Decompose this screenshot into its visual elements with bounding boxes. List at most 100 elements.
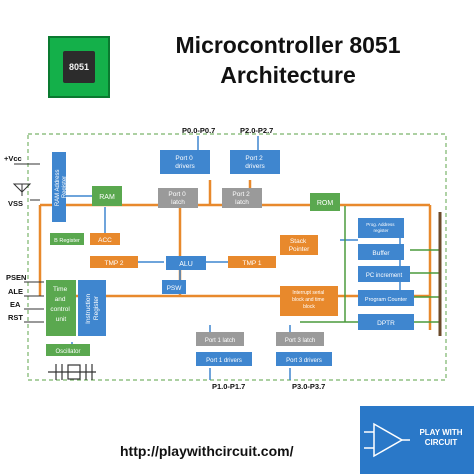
b-register-label: B Register <box>54 238 80 244</box>
website-url[interactable]: http://playwithcircuit.com/ <box>120 443 294 459</box>
logo-chip-label: 8051 <box>68 62 90 72</box>
tmp1-label: TMP 1 <box>242 260 261 267</box>
instruction-register-block <box>78 280 106 336</box>
port2-drivers-label-2: drivers <box>245 163 265 170</box>
ram-label: RAM <box>99 194 115 201</box>
brand-badge: PLAY WITH CIRCUIT <box>360 406 474 474</box>
timing-label-2: and <box>55 296 66 303</box>
stack-pointer-block <box>280 235 318 255</box>
svg-text:Port 0 drivers: Port 0 drivers <box>175 155 195 170</box>
acc-label: ACC <box>98 237 112 244</box>
buffer-label: Buffer <box>372 250 390 257</box>
crystal-icon <box>48 364 96 380</box>
alu-block <box>166 256 206 270</box>
interrupt-label-2: block and time <box>292 297 324 303</box>
svg-text:Stack Pointer: Stack Pointer <box>289 238 310 253</box>
page-title: Microcontroller 8051 Architecture <box>128 30 448 90</box>
vss-pin-label: VSS <box>8 199 23 208</box>
timing-label-3: control <box>50 306 70 313</box>
p3-pin-label: P3.0-P3.7 <box>292 382 325 391</box>
psw-block <box>162 280 186 294</box>
ram-address-label-1: RAM Address <box>55 169 61 206</box>
ale-pin-label: ALE <box>8 287 23 296</box>
tmp2-label: TMP 2 <box>104 260 123 267</box>
alu-label: ALU <box>179 261 193 268</box>
title-line-2: Architecture <box>220 62 356 88</box>
port2-latch-label-1: Port 2 <box>232 191 250 198</box>
port1-drivers-block <box>196 352 252 366</box>
port2-drivers-label-1: Port 2 <box>245 155 263 162</box>
control-pin-lines <box>24 281 44 323</box>
acc-block <box>90 233 120 245</box>
port2-drivers-block <box>230 150 280 174</box>
chip-icon: 8051 <box>63 51 95 83</box>
buffer-block <box>358 244 404 260</box>
program-counter-label: Program Counter <box>365 297 407 303</box>
oscillator-label: Oscillator <box>55 349 80 355</box>
stack-pointer-label-1: Stack <box>290 238 307 245</box>
psen-pin-label: PSEN <box>6 273 26 282</box>
rom-block <box>310 193 340 211</box>
port0-latch-block <box>158 188 198 208</box>
tmp2-block <box>90 256 138 268</box>
timing-label-1: Time <box>53 286 68 293</box>
svg-text:Port 2 drivers: Port 2 drivers <box>245 155 265 170</box>
port1-latch-block <box>196 332 244 346</box>
dptr-label: DPTR <box>377 320 395 327</box>
rst-pin-label: RST <box>8 313 23 322</box>
chip-logo: 8051 <box>48 36 110 98</box>
svg-text:Instruction Register: Instruction Register <box>85 292 100 324</box>
dptr-block <box>358 314 414 330</box>
port1-drivers-label: Port 1 drivers <box>206 358 242 364</box>
port3-latch-label: Port 3 latch <box>285 338 315 344</box>
power-pins <box>12 163 40 201</box>
p1-pin-label: P1.0-P1.7 <box>212 382 245 391</box>
b-register-block <box>50 233 84 245</box>
title-line-1: Microcontroller 8051 <box>175 32 401 58</box>
port0-latch-label-1: Port 0 <box>168 191 186 198</box>
chip-boundary <box>27 133 447 381</box>
port3-latch-block <box>276 332 324 346</box>
pc-increment-label: PC increment <box>366 273 403 279</box>
ram-block <box>92 186 122 206</box>
psw-label: PSW <box>167 285 183 292</box>
port3-drivers-label: Port 3 drivers <box>286 358 322 364</box>
ram-address-register-block <box>52 152 66 222</box>
vcc-pin-label: +Vcc <box>4 154 22 163</box>
oscillator-block <box>46 344 90 356</box>
port0-drivers-block <box>160 150 210 174</box>
ea-pin-label: EA <box>10 300 21 309</box>
prog-address-label-1: Prog. Address <box>366 222 395 227</box>
program-counter-block <box>358 290 414 306</box>
ram-address-label-2: Register <box>62 176 68 198</box>
port0-latch-label-2: latch <box>171 199 185 206</box>
op-amp-icon <box>364 422 410 458</box>
prog-address-register-block <box>358 218 404 238</box>
address-bus-green <box>300 206 440 323</box>
interrupt-block <box>280 286 338 316</box>
p2-pin-label: P2.0-P2.7 <box>240 126 273 135</box>
stack-pointer-label-2: Pointer <box>289 246 310 253</box>
svg-text:Port 2 latch: Port 2 latch <box>232 191 251 206</box>
prog-address-label-2: register <box>373 228 389 233</box>
pc-increment-block <box>358 266 410 282</box>
port2-latch-label-2: latch <box>235 199 249 206</box>
svg-text:RAM Address Register: RAM Address Register <box>55 168 68 206</box>
svg-text:Prog. Address register: Prog. Address register <box>366 222 396 233</box>
instruction-register-label-2: Register <box>93 295 100 320</box>
interrupt-label-3: block <box>303 304 315 310</box>
rom-label: ROM <box>317 200 334 207</box>
timing-label-4: unit <box>56 316 67 323</box>
svg-text:Interrupt serial block a: Interrupt serial block and time block <box>292 290 326 310</box>
svg-text:Time and control: Time and control unit <box>50 286 71 323</box>
brand-line-2: CIRCUIT <box>424 438 458 447</box>
timing-control-block <box>46 280 76 336</box>
port2-latch-block <box>222 188 262 208</box>
port3-drivers-block <box>276 352 332 366</box>
port1-latch-label: Port 1 latch <box>205 338 235 344</box>
interrupt-label-1: Interrupt serial <box>292 290 324 296</box>
tmp1-block <box>228 256 276 268</box>
port0-drivers-label-1: Port 0 <box>175 155 193 162</box>
instruction-register-label-1: Instruction <box>85 294 92 324</box>
